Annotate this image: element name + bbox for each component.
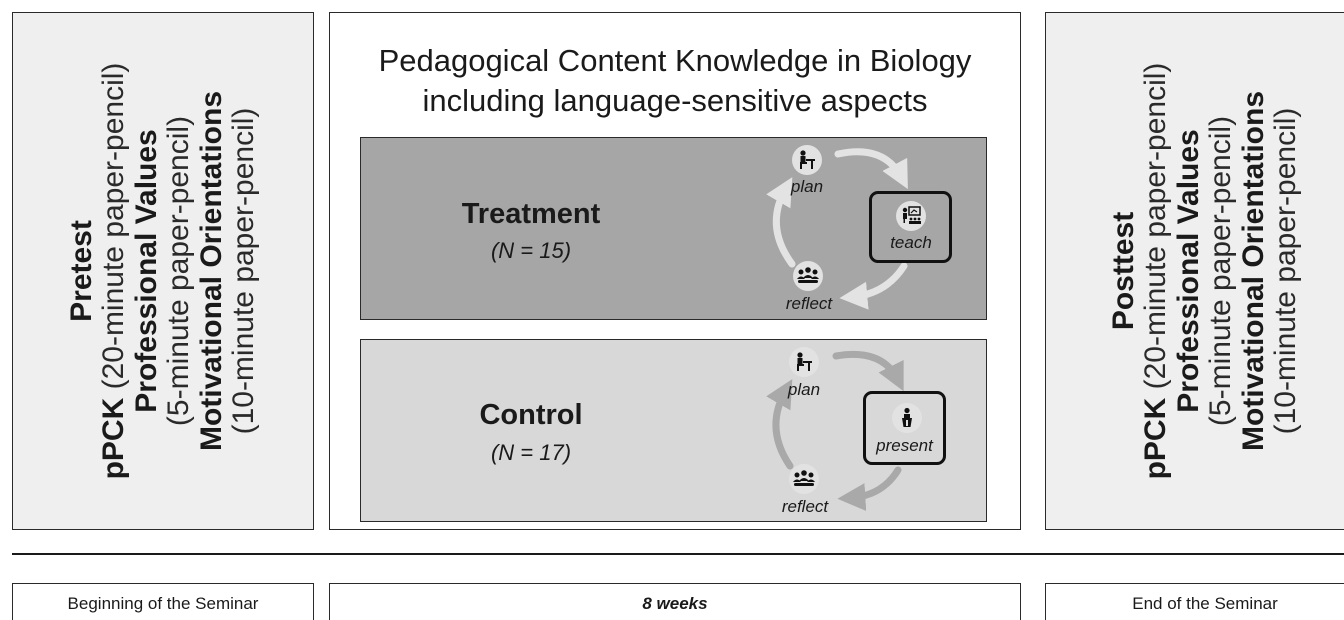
timeline-divider <box>12 553 1344 555</box>
timeline-duration-label: 8 weeks <box>642 594 708 613</box>
control-group-box: Control (N = 17) plan present <box>360 339 987 522</box>
treatment-name: Treatment <box>461 198 601 230</box>
treatment-arrow-reflect-plan <box>766 177 796 268</box>
control-present-highlight <box>863 391 946 465</box>
pretest-ppck: pPCK <box>97 397 131 480</box>
control-cycle-arrows <box>766 350 904 512</box>
treatment-cycle: plan teach reflect <box>756 138 988 321</box>
teacher-board-icon <box>896 201 926 231</box>
treatment-n: (N = 15) <box>490 238 572 263</box>
posttest-panel: Posttest pPCK (20-minute paper-pencil) P… <box>1045 12 1344 530</box>
intervention-title-line2: including language-sensitive aspects <box>422 83 928 119</box>
control-plan-label: plan <box>787 380 821 399</box>
posttest-motivation: Motivational Orientations <box>1236 90 1270 452</box>
posttest-ppck: pPCK <box>1139 397 1173 480</box>
treatment-cycle-arrows <box>766 148 908 310</box>
timeline-end-box: End of the Seminar <box>1045 583 1344 620</box>
group-icon <box>789 464 819 494</box>
treatment-reflect-label: reflect <box>785 294 833 313</box>
posttest-title: Posttest <box>1106 211 1140 331</box>
timeline-start-label: Beginning of the Seminar <box>67 594 259 613</box>
timeline-duration-box: 8 weeks <box>329 583 1021 620</box>
control-n: (N = 17) <box>490 440 572 465</box>
intervention-panel: Pedagogical Content Knowledge in Biology… <box>329 12 1021 530</box>
posttest-text: Posttest pPCK (20-minute paper-pencil) P… <box>1106 62 1302 480</box>
pretest-motivation: Motivational Orientations <box>194 90 228 452</box>
treatment-group-box: Treatment (N = 15) plan teach <box>360 137 987 320</box>
control-arrow-plan-present <box>832 350 904 392</box>
timeline-end-label: End of the Seminar <box>1132 594 1278 613</box>
group-icon <box>793 261 823 291</box>
desk-person-icon <box>792 145 822 175</box>
treatment-teach-highlight <box>869 191 952 263</box>
pretest-panel: Pretest pPCK (20-minute paper-pencil) Pr… <box>12 12 314 530</box>
pretest-title: Pretest <box>64 220 98 322</box>
pretest-text: Pretest pPCK (20-minute paper-pencil) Pr… <box>64 62 260 480</box>
pretest-values: Professional Values <box>129 129 163 413</box>
pretest-motivation-detail: (10-minute paper-pencil) <box>226 107 260 435</box>
posttest-values: Professional Values <box>1171 129 1205 413</box>
control-arrow-present-reflect <box>837 466 902 512</box>
treatment-teach-label: teach <box>890 233 932 252</box>
treatment-plan-label: plan <box>790 177 824 196</box>
treatment-arrow-teach-reflect <box>839 262 908 310</box>
control-present-label: present <box>876 436 933 455</box>
timeline-start-box: Beginning of the Seminar <box>12 583 314 620</box>
control-cycle: plan present reflect <box>756 340 988 523</box>
control-reflect-label: reflect <box>781 497 829 516</box>
treatment-arrow-plan-teach <box>834 148 908 190</box>
pretest-ppck-detail: (20-minute paper-pencil) <box>97 62 131 398</box>
desk-person-icon <box>789 347 819 377</box>
posttest-motivation-detail: (10-minute paper-pencil) <box>1268 107 1302 435</box>
lectern-icon <box>892 403 922 433</box>
control-arrow-reflect-plan <box>766 379 794 470</box>
posttest-values-detail: (5-minute paper-pencil) <box>1204 115 1237 427</box>
intervention-title-line1: Pedagogical Content Knowledge in Biology <box>378 43 972 78</box>
control-name: Control <box>479 399 583 431</box>
posttest-ppck-detail: (20-minute paper-pencil) <box>1139 62 1173 398</box>
intervention-title: Pedagogical Content Knowledge in Biology… <box>330 41 1020 122</box>
pretest-values-detail: (5-minute paper-pencil) <box>162 115 195 427</box>
